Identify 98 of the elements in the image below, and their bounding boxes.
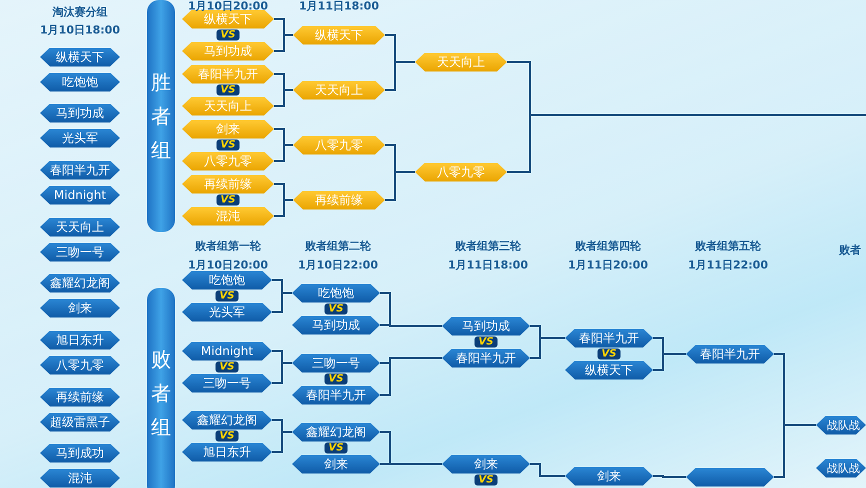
team-tag: 天天向上 — [293, 80, 385, 100]
heading-text: 淘汰赛分组 — [52, 4, 108, 20]
bracket-line — [530, 337, 565, 359]
bracket-line — [272, 362, 292, 384]
versus-text: VS — [216, 140, 240, 150]
bracket-line — [274, 34, 293, 52]
team-tag: Midnight — [40, 186, 120, 204]
team-tag: 天天向上 — [40, 218, 120, 236]
team-tag: 纵横天下 — [40, 48, 120, 66]
bracket-line — [530, 463, 565, 477]
team-tag: 鑫耀幻龙阁 — [40, 274, 120, 292]
bracket-line — [653, 475, 686, 478]
team-tag: 春阳半九开 — [182, 64, 274, 84]
group-banner: 败者组 — [147, 288, 175, 488]
team-tag: 春阳半九开 — [686, 344, 774, 364]
team-tag: 马到功成 — [292, 316, 380, 334]
team-tag: 马到功成 — [40, 104, 120, 122]
bracket-line — [274, 89, 293, 107]
heading-text: 败者组第五轮 — [695, 238, 761, 254]
team-tag: 吃饱饱 — [40, 72, 120, 92]
team-tag: 马到功成 — [442, 316, 530, 336]
bracket-line — [272, 292, 292, 313]
versus-text: VS — [598, 348, 620, 360]
team-tag: 纵横天下 — [565, 360, 653, 380]
bracket-line — [385, 171, 415, 201]
bracket-line — [774, 424, 816, 478]
team-tag: 三吻一号 — [292, 354, 380, 372]
bracket-line — [380, 357, 442, 396]
team-tag: 八零九零 — [415, 162, 507, 182]
team-tag: 马到功成 — [182, 42, 274, 60]
team-tag: 战队战 — [816, 416, 866, 434]
team-tag: 春阳半九开 — [442, 348, 530, 368]
team-tag: 旭日东升 — [40, 330, 120, 350]
team-tag: 八零九零 — [40, 356, 120, 374]
versus-text: VS — [324, 442, 348, 454]
heading-text: 1月10日22:00 — [298, 258, 378, 272]
team-tag: 春阳半九开 — [40, 160, 120, 180]
heading-text: 败者组第一轮 — [195, 238, 261, 254]
versus-text: VS — [216, 362, 238, 372]
heading-text: 败者组第四轮 — [575, 238, 641, 254]
team-tag: 剑来 — [442, 454, 530, 474]
versus-text: VS — [216, 430, 238, 442]
group-banner: 胜者组 — [147, 0, 175, 232]
team-tag: 混沌 — [40, 468, 120, 488]
bracket-line — [274, 144, 293, 162]
team-tag: 再续前缘 — [182, 174, 274, 194]
versus-text: VS — [216, 30, 240, 40]
team-tag: 三吻一号 — [182, 374, 272, 392]
bracket-line — [380, 463, 442, 465]
versus-text: VS — [474, 336, 498, 348]
team-tag: 吃饱饱 — [292, 284, 380, 302]
team-tag: 八零九零 — [182, 152, 274, 170]
team-tag: 天天向上 — [182, 96, 274, 116]
team-tag: 混沌 — [182, 206, 274, 226]
heading-text: 1月10日18:00 — [40, 22, 120, 38]
team-tag: 天天向上 — [415, 52, 507, 72]
team-tag: 光头军 — [40, 128, 120, 148]
heading-text: 败者 — [839, 242, 861, 258]
versus-text: VS — [324, 304, 348, 314]
heading-text: 1月11日20:00 — [568, 258, 648, 272]
heading-text: 1月11日22:00 — [688, 258, 768, 272]
team-tag: 剑来 — [182, 120, 274, 138]
bracket-line — [272, 431, 292, 453]
bracket-line — [385, 61, 415, 91]
team-tag: 剑来 — [565, 466, 653, 486]
team-tag: 再续前缘 — [40, 388, 120, 406]
versus-text: VS — [216, 290, 238, 302]
versus-text: VS — [216, 194, 240, 206]
team-tag: 鑫耀幻龙阁 — [182, 410, 272, 430]
team-tag: 战队战 — [816, 458, 866, 478]
bracket-line — [507, 114, 866, 173]
team-tag: 纵横天下 — [293, 26, 385, 44]
versus-text: VS — [324, 374, 348, 384]
versus-text: VS — [474, 474, 498, 486]
team-tag: 再续前缘 — [293, 190, 385, 210]
team-tag: Midnight — [182, 342, 272, 360]
heading-text: 1月11日18:00 — [299, 0, 379, 14]
team-tag: 光头军 — [182, 302, 272, 322]
bracket-line — [380, 324, 442, 327]
team-tag: 春阳半九开 — [292, 386, 380, 404]
team-tag: 纵横天下 — [182, 10, 274, 28]
team-tag: 春阳半九开 — [565, 328, 653, 348]
heading-text: 1月11日18:00 — [448, 258, 528, 272]
team-tag: 马到成功 — [40, 444, 120, 462]
team-tag: 三吻一号 — [40, 242, 120, 262]
heading-text: 败者组第三轮 — [455, 238, 521, 254]
team-tag: 旭日东升 — [182, 442, 272, 462]
team-tag: 剑来 — [292, 454, 380, 474]
heading-text: 1月10日20:00 — [188, 258, 268, 272]
versus-text: VS — [216, 84, 240, 96]
heading-text: 败者组第二轮 — [305, 238, 371, 254]
bracket-line — [274, 199, 293, 217]
team-tag: 超级雷黑子 — [40, 412, 120, 432]
team-tag: 鑫耀幻龙阁 — [292, 422, 380, 442]
team-tag: 吃饱饱 — [182, 270, 272, 290]
team-tag: 八零九零 — [293, 136, 385, 154]
bracket-line — [653, 353, 686, 371]
team-tag: 剑来 — [40, 298, 120, 318]
